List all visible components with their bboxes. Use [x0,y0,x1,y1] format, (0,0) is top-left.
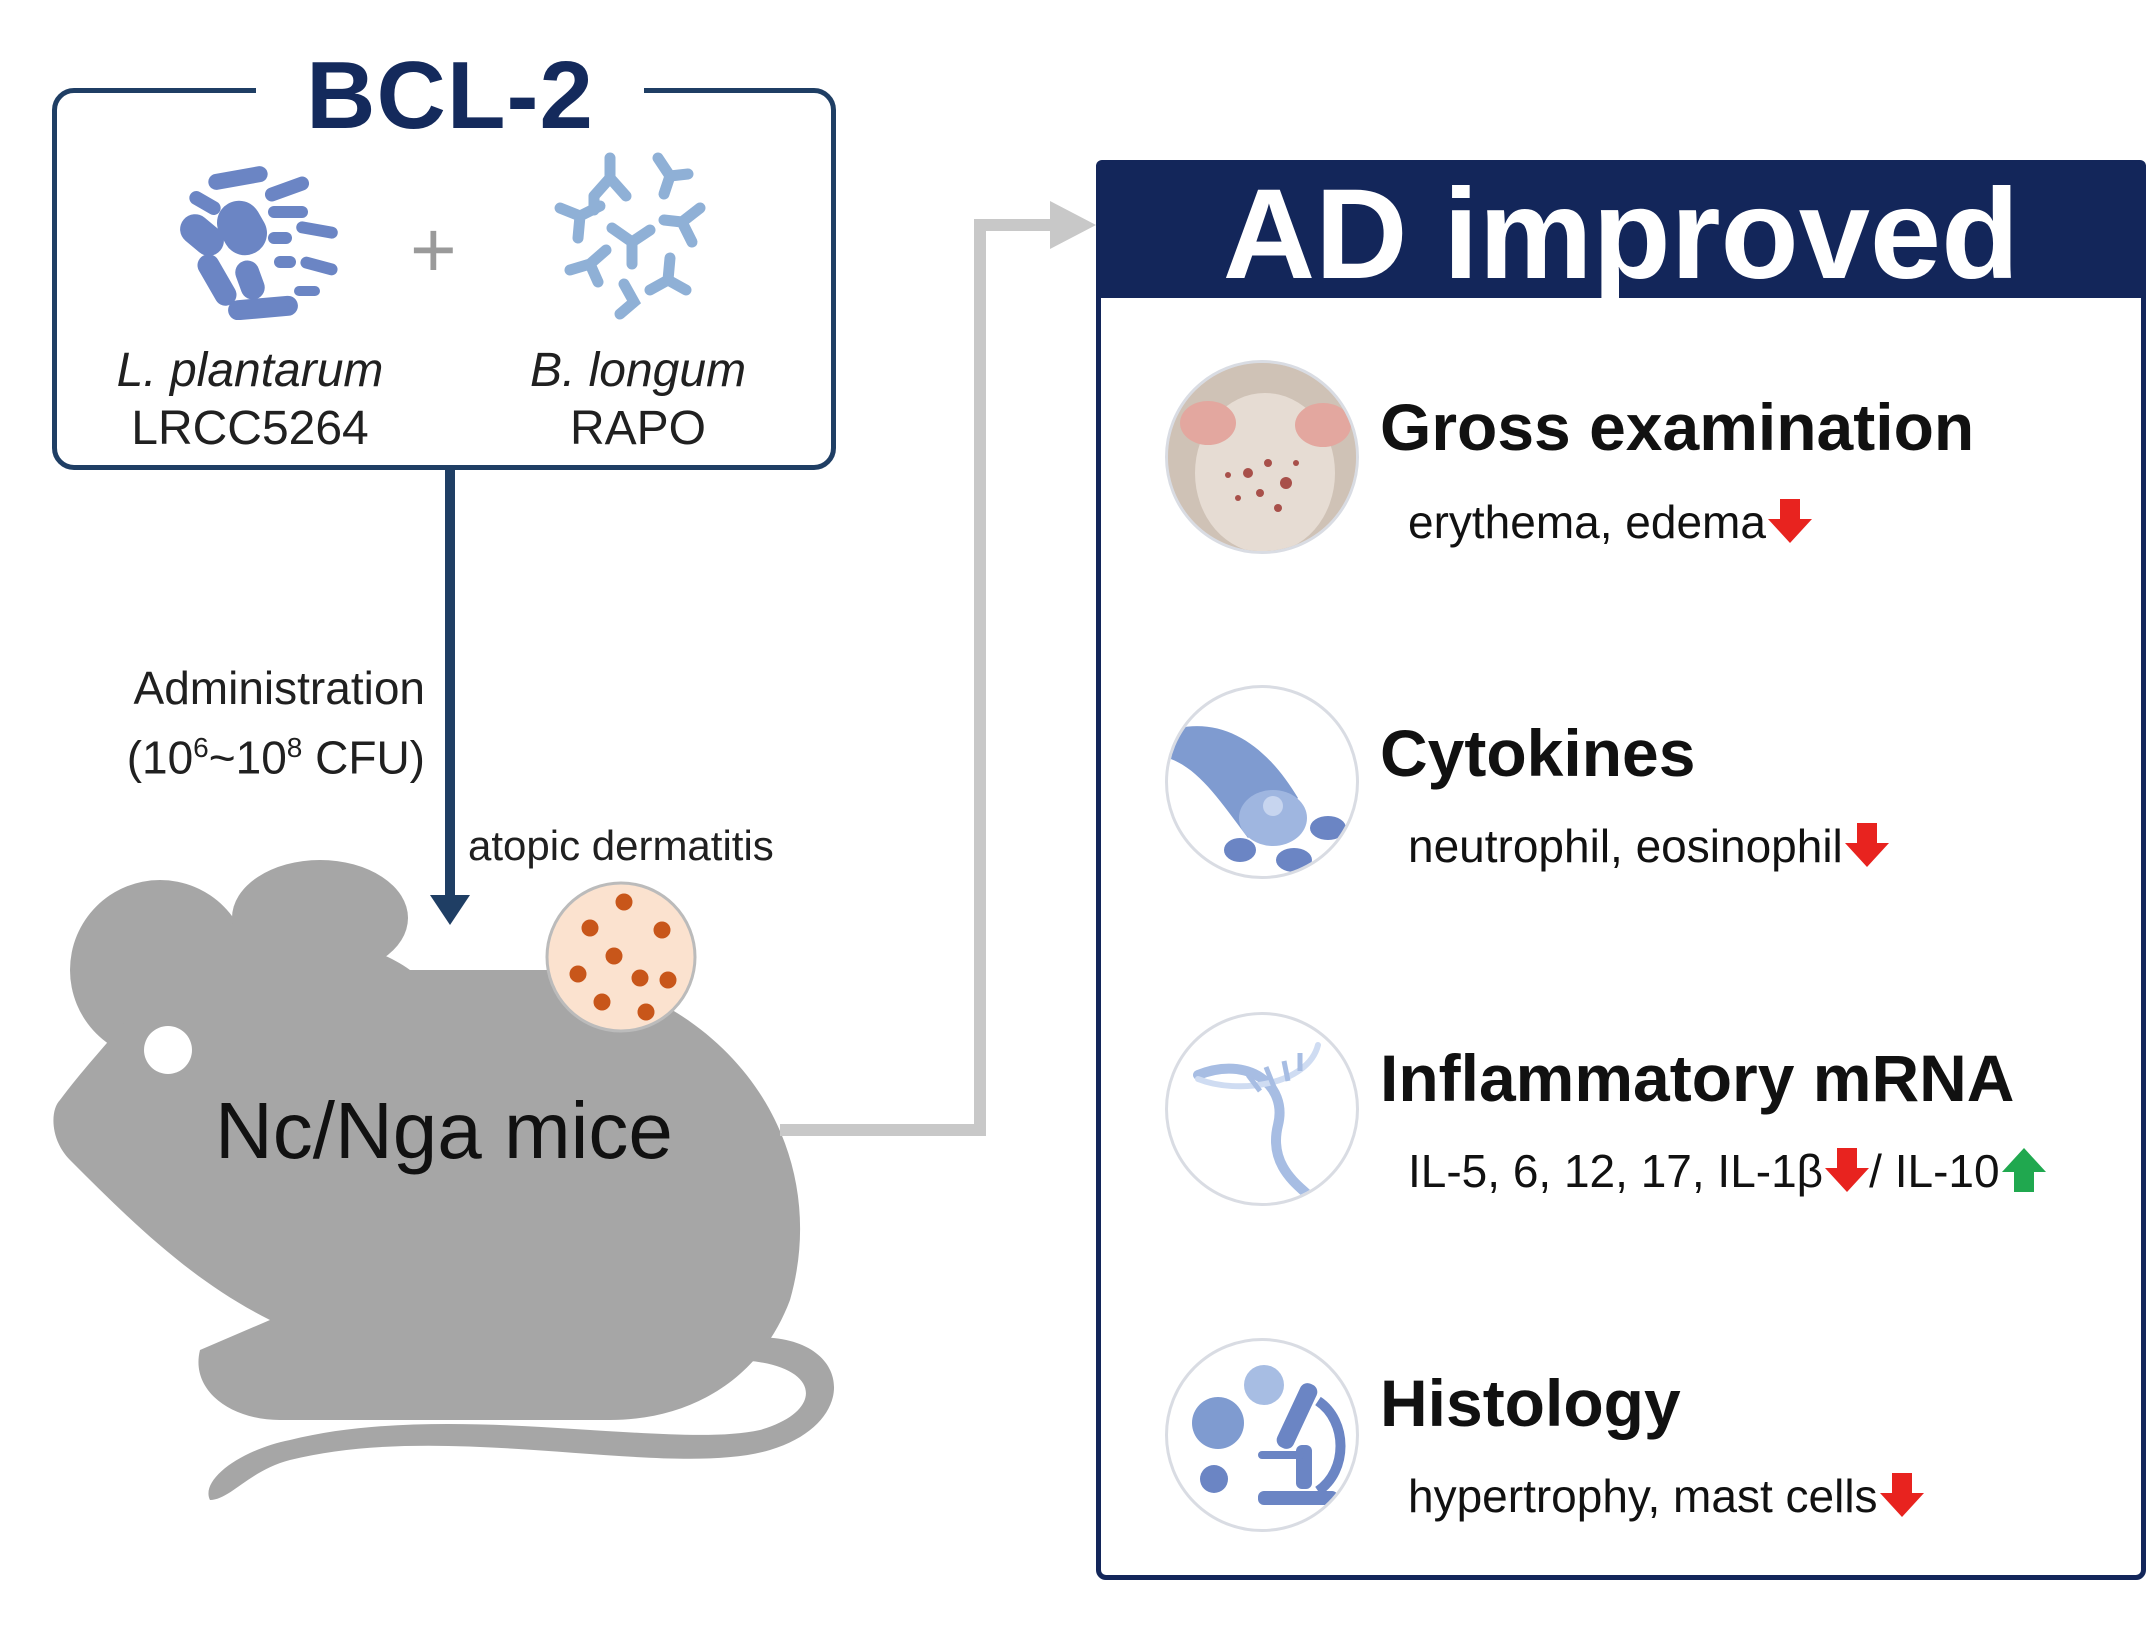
connector-arrow [780,201,1096,1136]
administration-label: Administration (106~108 CFU) [60,658,425,787]
inflammatory-mrna-title: Inflammatory mRNA [1380,1041,2015,1115]
mouse-skin-photo-icon [1165,360,1359,554]
strain-2-name: RAPO [569,402,707,455]
down-arrow-icon [1879,1473,1924,1517]
outcome-title: AD improved [1096,160,2146,298]
gross-examination-detail: erythema, edema [1408,494,1812,550]
down-arrow-icon [1844,823,1889,867]
histology-title: Histology [1380,1366,1681,1440]
strain-1-name: LRCC5264 [131,402,369,455]
up-arrow-icon [2001,1148,2046,1192]
blood-vessel-icon [1165,685,1359,879]
antibody-icon [554,152,706,320]
strain-2-genus: B. longum [529,344,747,397]
administration-arrow [430,470,470,925]
strain-1-genus: L. plantarum [116,344,384,397]
cytokines-detail: neutrophil, eosinophil [1408,818,1889,874]
microscope-icon [1165,1338,1359,1532]
cytokines-title: Cytokines [1380,716,1696,790]
administration-dose: (106~108 CFU) [126,731,425,784]
histology-detail: hypertrophy, mast cells [1408,1468,1924,1524]
strain-1: L. plantarum LRCC5264 [90,342,410,458]
down-arrow-icon [1767,499,1812,543]
treatment-title: BCL-2 [256,46,644,146]
bacteria-icon [180,166,338,320]
gross-examination-title: Gross examination [1380,390,1975,464]
mouse-model-label: Nc/Nga mice [215,1086,673,1175]
dna-icon [1165,1012,1359,1206]
plus-sign: + [410,205,457,294]
lesion-icon [545,881,697,1033]
strain-2: B. longum RAPO [478,342,798,458]
mouse-silhouette-icon [53,860,835,1500]
administration-line1: Administration [133,662,425,714]
down-arrow-icon [1825,1148,1870,1192]
atopic-dermatitis-label: atopic dermatitis [468,822,774,869]
inflammatory-mrna-detail: IL-5, 6, 12, 17, IL-1β / IL-10 [1408,1143,2046,1199]
